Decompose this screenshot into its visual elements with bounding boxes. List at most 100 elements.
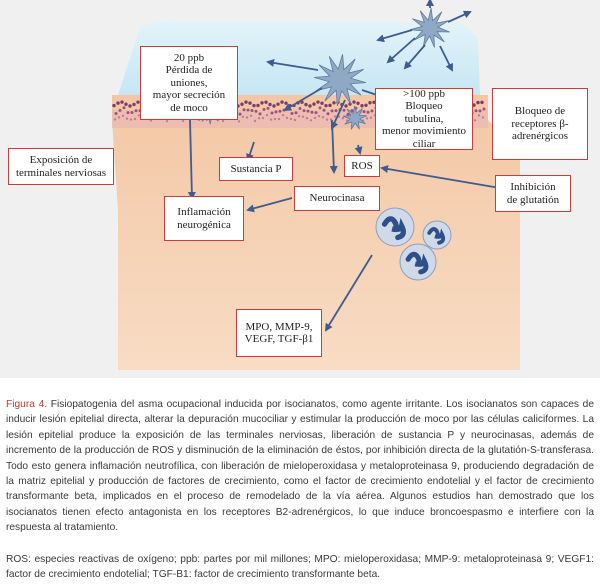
box-nerve-exposure: Exposición de terminales nerviosas	[8, 148, 114, 185]
cilium-dot	[266, 106, 270, 110]
cilium-dot	[294, 111, 298, 115]
box-beta-receptors: Bloqueo de receptores β- adrenérgicos	[492, 88, 588, 160]
cilium-dot	[333, 115, 337, 118]
cilium-dot	[474, 109, 478, 113]
cilium-dot	[238, 112, 242, 116]
cilium-dot	[369, 116, 373, 119]
arrow-icon	[439, 45, 453, 72]
spiky-star-icon	[313, 53, 367, 107]
box-neurokinase: Neurocinasa	[294, 186, 380, 211]
cilium-dot	[114, 112, 118, 116]
cilium-dot	[276, 102, 280, 106]
cilium-dot	[133, 117, 137, 121]
cilium-dot	[241, 115, 245, 119]
spiky-star-icon	[409, 7, 450, 48]
arrow-icon	[386, 37, 416, 64]
cilium-dot	[478, 109, 482, 113]
cilium-dot	[290, 111, 294, 115]
cilium-dot	[126, 111, 130, 115]
cilium-dot	[245, 116, 249, 119]
cilium-dot	[356, 101, 360, 105]
cilium-dot	[370, 109, 374, 113]
arrow-icon	[354, 144, 363, 155]
cilium-dot	[477, 114, 481, 117]
cilium-dot	[237, 120, 241, 123]
box-neurogenic-inflammation: Inflamación neurogénica	[164, 196, 244, 241]
cilium-dot	[240, 102, 244, 106]
cilium-dot	[341, 117, 345, 120]
cilium-dot	[254, 109, 258, 113]
cilium-dot	[272, 104, 276, 108]
cilium-dot	[293, 118, 297, 122]
arrow-icon	[187, 119, 196, 200]
cilium-dot	[301, 115, 305, 118]
cilium-dot	[365, 117, 369, 120]
cilium-dot	[262, 107, 266, 111]
figure-label: Figura 4.	[6, 399, 48, 410]
cilium-dot	[252, 103, 256, 108]
box-glutathione: Inhibición de glutatión	[495, 175, 571, 212]
arrow-icon	[380, 165, 501, 189]
cilium-dot	[298, 106, 302, 110]
arrow-icon	[329, 119, 338, 174]
cilium-dot	[118, 108, 122, 112]
figure-caption: Figura 4. Fisiopatogenia del asma ocupac…	[6, 397, 594, 536]
cilium-dot	[305, 117, 309, 120]
cilium-dot	[285, 116, 289, 120]
arrow-icon	[403, 44, 426, 70]
cilium-dot	[344, 104, 348, 108]
cilium-dot	[136, 100, 140, 104]
figure-panel: 20 ppb Pérdida de uniones, mayor secreci…	[0, 0, 600, 378]
box-ppb20: 20 ppb Pérdida de uniones, mayor secreci…	[140, 46, 238, 120]
cilium-dot	[256, 103, 260, 108]
cilium-dot	[265, 113, 269, 117]
cilium-dot	[346, 112, 350, 116]
cilium-dot	[328, 103, 332, 108]
leukocyte-nucleus	[381, 216, 406, 241]
cilium-dot	[113, 118, 117, 121]
cilium-dot	[121, 114, 125, 117]
cilium-dot	[128, 104, 132, 108]
cilium-dot	[326, 112, 330, 116]
box-growth-factors: MPO, MMP-9, VEGF, TGF-β1	[236, 309, 322, 357]
cilium-dot	[269, 118, 273, 121]
cilium-dot	[280, 100, 284, 104]
cilium-dot	[312, 102, 316, 106]
cilium-dot	[278, 109, 282, 113]
cilium-dot	[334, 109, 338, 113]
cilium-dot	[274, 110, 278, 114]
cilium-dot	[360, 104, 364, 108]
cilium-dot	[342, 108, 346, 112]
cilium-dot	[352, 100, 356, 104]
cilium-dot	[261, 116, 265, 120]
leukocyte-nucleus	[405, 251, 429, 275]
cilium-dot	[260, 101, 264, 105]
arrow-icon	[447, 10, 472, 23]
cilium-dot	[242, 108, 246, 112]
cilium-dot	[246, 108, 250, 112]
cilium-dot	[372, 100, 376, 104]
cilium-dot	[270, 111, 274, 115]
box-ros: ROS	[344, 155, 380, 177]
cilium-dot	[472, 103, 476, 107]
cilium-dot	[130, 110, 134, 114]
cilium-dot	[277, 117, 281, 121]
cilium-dot	[350, 109, 354, 113]
arrow-icon	[324, 254, 373, 332]
cilium-dot	[122, 106, 126, 110]
cilium-dot	[364, 103, 368, 107]
cilium-dot	[134, 109, 138, 113]
cilium-dot	[332, 101, 336, 105]
box-substance-p: Sustancia P	[219, 157, 293, 181]
cilium-dot	[473, 119, 477, 122]
arrow-icon	[283, 87, 323, 112]
cilium-dot	[181, 119, 185, 123]
cilium-dot	[320, 101, 324, 105]
cilium-dot	[132, 102, 136, 107]
cilium-dot	[165, 119, 169, 123]
cilium-dot	[253, 119, 257, 123]
cilium-dot	[481, 116, 485, 119]
cilium-dot	[248, 101, 252, 105]
cilium-dot	[137, 114, 141, 117]
cilium-dot	[317, 114, 321, 118]
